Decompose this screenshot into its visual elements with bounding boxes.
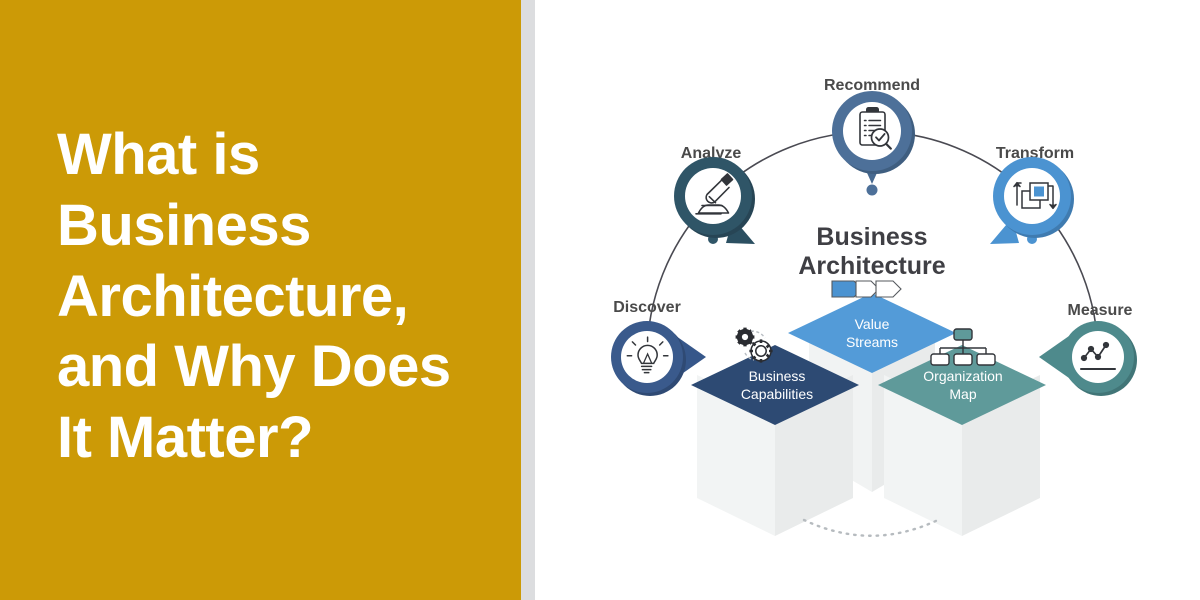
badge-measure-label: Measure [1068, 302, 1133, 319]
value-streams-diamond [788, 293, 956, 373]
arc-dot-recommend [866, 184, 878, 196]
analyze-ring-inner [685, 168, 741, 224]
badge-transform-label: Transform [996, 145, 1074, 162]
center-title: Business Architecture [798, 223, 945, 280]
left-gold-panel: What is Business Architecture, and Why D… [0, 0, 521, 600]
gears-icon [735, 327, 773, 363]
page-title: What is Business Architecture, and Why D… [57, 122, 451, 471]
badge-recommend[interactable]: Recommend [824, 77, 920, 184]
pillar-organization-map[interactable]: Organization Map [878, 328, 1046, 536]
badge-discover[interactable]: Discover [611, 299, 706, 396]
bc-label-line1: Business [749, 368, 806, 384]
base-dotted-arc [802, 517, 942, 537]
badge-recommend-label: Recommend [824, 77, 920, 94]
diagram-svg: Business Architecture [611, 77, 1137, 537]
clipboard-check-icon [859, 107, 892, 150]
measure-pointer [1039, 336, 1069, 378]
pillar-business-capabilities[interactable]: Business Capabilities [691, 327, 859, 536]
om-label-line1: Organization [923, 368, 1002, 384]
panel-divider [521, 0, 535, 600]
value-streams-label-line1: Value [855, 316, 890, 332]
bc-diamond [691, 345, 859, 425]
om-label-line2: Map [949, 386, 976, 402]
bc-label-line2: Capabilities [741, 386, 813, 402]
badge-measure[interactable]: Measure [1039, 302, 1137, 396]
om-diamond [878, 345, 1046, 425]
center-title-line1: Business [816, 223, 927, 251]
org-chart-icon [930, 328, 996, 366]
microscope-icon [695, 173, 734, 215]
business-architecture-diagram: Business Architecture [535, 0, 1200, 600]
badge-analyze[interactable]: Analyze [674, 145, 755, 244]
badge-transform[interactable]: Transform [990, 145, 1074, 244]
lightbulb-icon [626, 336, 669, 374]
chevron-flow-icon [831, 280, 902, 298]
line-chart-icon [1080, 341, 1116, 370]
value-streams-label-line2: Streams [846, 334, 898, 350]
right-diagram-panel: Business Architecture [535, 0, 1200, 600]
center-title-line2: Architecture [798, 252, 945, 280]
transform-squares-icon [1013, 181, 1057, 210]
badge-analyze-label: Analyze [681, 145, 742, 162]
badge-discover-label: Discover [613, 299, 681, 316]
